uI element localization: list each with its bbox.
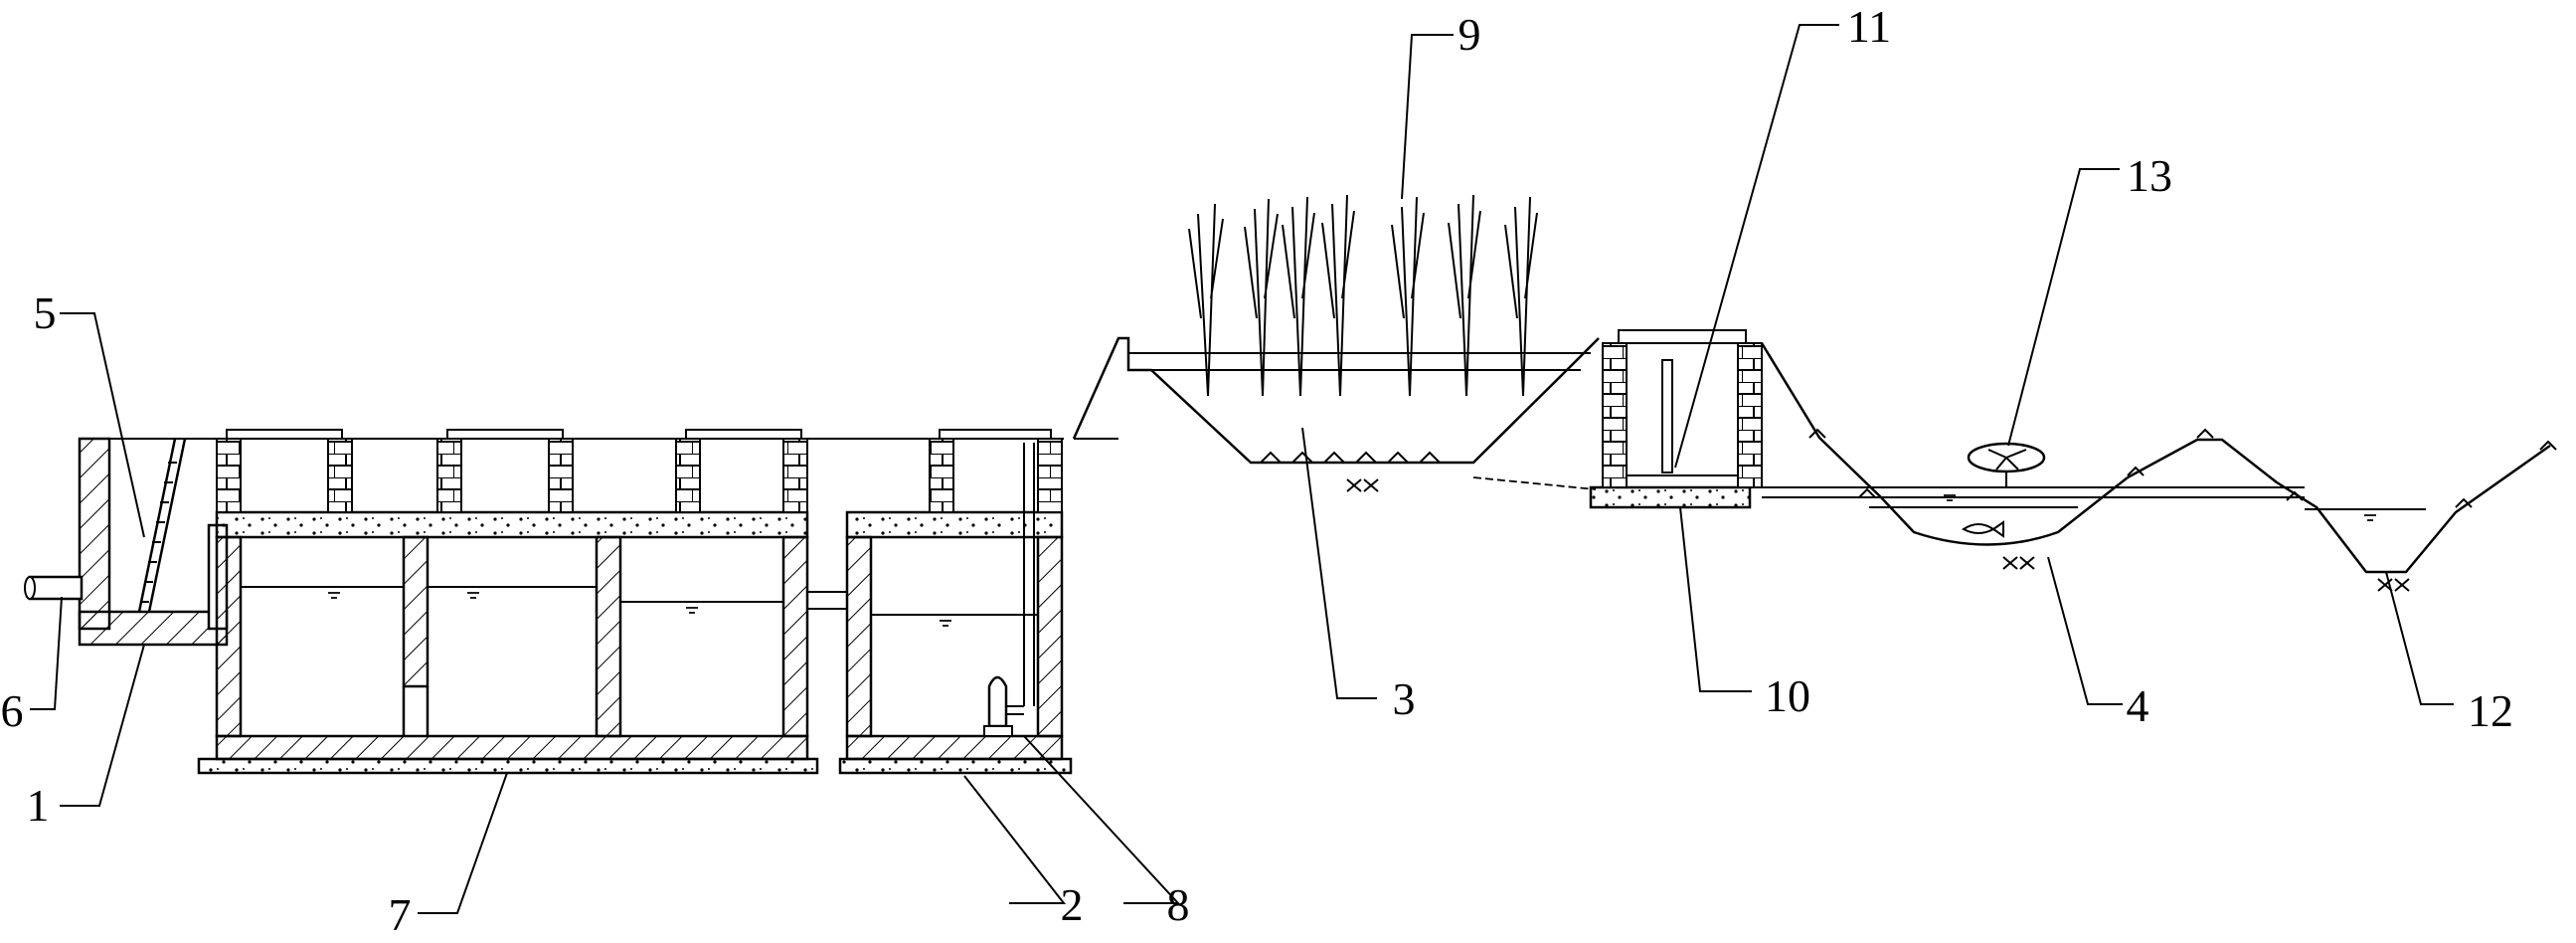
callout-6: 6 — [1, 685, 24, 736]
drainage-ditch — [2276, 440, 2557, 592]
distribution-well — [1589, 329, 1763, 509]
main-tank — [197, 429, 1064, 775]
callout-5: 5 — [34, 287, 57, 338]
constructed-wetland — [1072, 336, 1600, 492]
callout-9: 9 — [1459, 9, 1481, 60]
reed-plants — [1188, 194, 1538, 397]
pump-tank — [807, 429, 1073, 775]
callout-11: 11 — [1847, 1, 1891, 52]
ecological-pond — [1760, 342, 2305, 570]
bar-screen — [137, 438, 187, 613]
callout-12: 12 — [2468, 685, 2513, 736]
aerator — [1967, 442, 2046, 487]
callout-labels: 1 2 3 4 5 6 7 8 9 10 11 12 13 — [1, 1, 2514, 940]
callout-1: 1 — [27, 780, 50, 831]
callout-3: 3 — [1393, 673, 1416, 724]
submersible-pump — [983, 675, 1024, 737]
callout-2: 2 — [1061, 879, 1084, 930]
callout-10: 10 — [1765, 670, 1810, 721]
callout-4: 4 — [2127, 680, 2149, 731]
leader-lines — [30, 24, 2454, 914]
callout-7: 7 — [389, 889, 412, 940]
callout-8: 8 — [1167, 879, 1190, 930]
inlet-pipe — [24, 575, 84, 601]
callout-13: 13 — [2127, 150, 2172, 201]
